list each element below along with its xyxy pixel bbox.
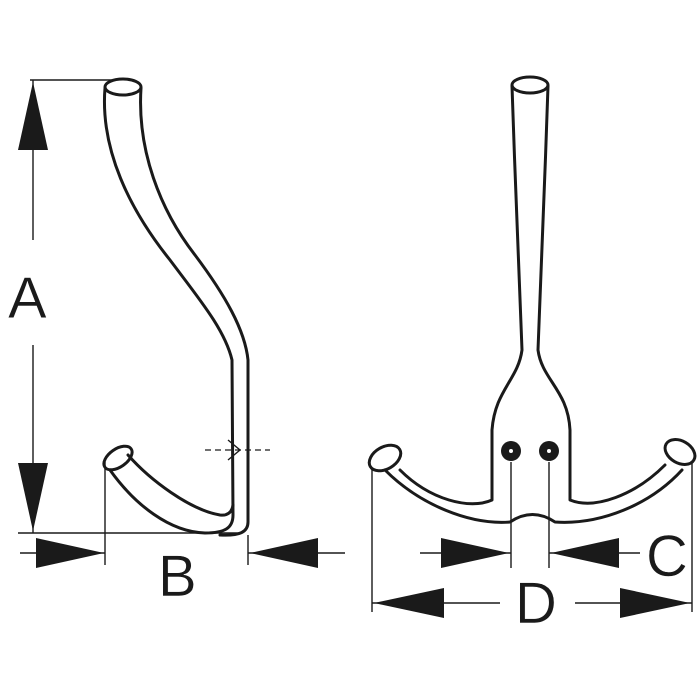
hook-side-view <box>102 77 270 537</box>
hook-front-view <box>367 75 697 524</box>
dimension-label-b: B <box>158 544 197 609</box>
dimension-label-a: A <box>8 266 47 331</box>
dimension-c <box>420 462 640 568</box>
dimension-a <box>18 79 240 534</box>
dimension-d <box>371 462 693 618</box>
dimension-label-c: C <box>646 524 688 589</box>
dimension-b <box>20 462 345 568</box>
dimension-label-d: D <box>515 571 557 636</box>
